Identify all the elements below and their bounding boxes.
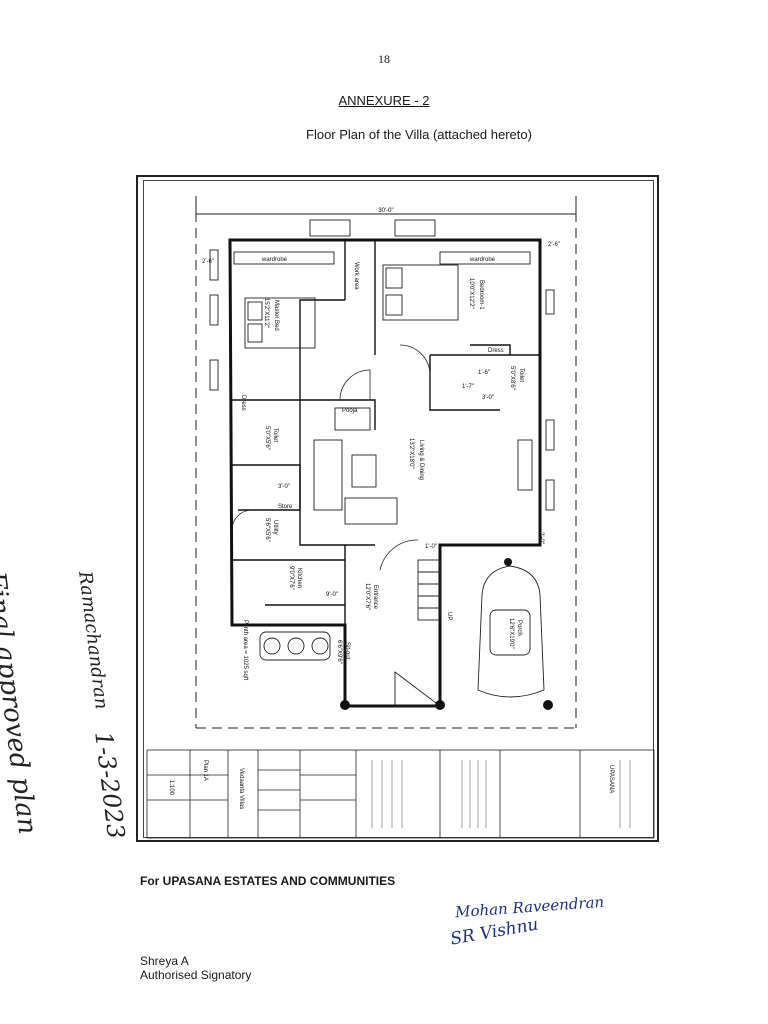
door-master bbox=[339, 369, 371, 401]
title-block bbox=[146, 749, 655, 839]
wall-dress bbox=[470, 344, 511, 355]
pooja-label: Pooja bbox=[342, 408, 358, 414]
dim-1-7: 1'-7" bbox=[462, 384, 474, 390]
master-bed-shape bbox=[244, 297, 316, 349]
dim-1-6: 1'-6" bbox=[478, 370, 490, 376]
porch-label: Porch bbox=[516, 620, 522, 636]
sit-out-label: Sit-out bbox=[344, 642, 350, 660]
sofa-bottom bbox=[344, 497, 398, 525]
wall-living bbox=[299, 400, 375, 546]
annexure-title: ANNEXURE - 2 bbox=[0, 93, 768, 108]
up-label: UP bbox=[446, 612, 452, 620]
staircase bbox=[417, 559, 441, 621]
toilet-left-size: 5'0"X5'6" bbox=[264, 426, 270, 450]
kitchen-label: Kitchen bbox=[296, 568, 302, 588]
door-bed1 bbox=[399, 344, 431, 376]
plan-frame bbox=[136, 175, 659, 842]
wall-master-bed bbox=[230, 299, 345, 401]
company-line: For UPASANA ESTATES AND COMMUNITIES bbox=[140, 874, 396, 888]
bedroom-bed-shape bbox=[382, 264, 459, 321]
dim-9-0: 9'-0" bbox=[326, 592, 338, 598]
bedroom-label: Bedroom-1 bbox=[478, 280, 484, 310]
entrance-size: 12'0"X7'6" bbox=[364, 583, 370, 610]
work-area-label: Work area bbox=[353, 262, 359, 290]
dress-right-label: Dress bbox=[488, 348, 504, 354]
plan-caption: Floor Plan of the Villa (attached hereto… bbox=[306, 127, 532, 142]
living-dining-size: 13'2"X18'0" bbox=[408, 438, 414, 469]
door-kitchen bbox=[231, 509, 253, 531]
wardrobe-left: wardrobe bbox=[261, 257, 288, 263]
title-block-scale: 1:100 bbox=[168, 780, 174, 796]
overall-dimension: 30'-0" bbox=[378, 208, 393, 214]
living-dining-label: Living & Dining bbox=[418, 440, 424, 480]
plinth-area-label: Plinth area = 1025 sqft bbox=[242, 620, 248, 681]
title-block-project: Vedaanta Villas bbox=[238, 768, 244, 809]
entrance-label: Entrance bbox=[372, 585, 378, 610]
coffee-table bbox=[351, 454, 377, 488]
sit-out-size: 6'6"X9'6" bbox=[336, 640, 342, 664]
dim-3-0: 3'-0" bbox=[482, 395, 494, 401]
car-outline bbox=[477, 565, 545, 698]
page-number: 18 bbox=[378, 52, 390, 66]
dress-left-label: Dress bbox=[240, 395, 246, 411]
title-block-sheet: Plan 1A bbox=[202, 760, 208, 781]
signatory-name: Shreya A bbox=[140, 954, 189, 968]
dining-table bbox=[259, 631, 331, 661]
handwritten-annotation: Final approved plan Ramachandran 1-3-202… bbox=[0, 470, 185, 850]
sofa-left bbox=[313, 439, 343, 511]
wall-pooja bbox=[300, 399, 376, 430]
plan-frame-inner bbox=[143, 180, 654, 838]
dim-2-0: 2'-0" bbox=[538, 532, 544, 544]
dim-3-0-b: 3'-0" bbox=[278, 484, 290, 490]
door-entrance bbox=[379, 539, 419, 571]
toilet-right-size: 5'0"X8'6" bbox=[509, 366, 515, 390]
master-bed-size: 15'2"X11'2" bbox=[263, 298, 269, 328]
kitchen-size: 9'0"X7'6" bbox=[288, 566, 294, 590]
annexure-title-text: ANNEXURE - 2 bbox=[338, 93, 430, 108]
bedroom-size: 10'0"X12'2" bbox=[468, 278, 474, 309]
porch-size: 12'6"X19'0" bbox=[508, 618, 514, 649]
side-dim-left: 2'-6" bbox=[202, 259, 214, 265]
side-dim-right: 2'-6" bbox=[548, 242, 560, 248]
utility-size: 5'6"X5'6" bbox=[264, 518, 270, 542]
wardrobe-right: wardrobe bbox=[469, 257, 496, 263]
pooja-box bbox=[334, 407, 371, 431]
utility-label: Utility bbox=[272, 520, 278, 535]
setback-line bbox=[195, 196, 577, 729]
store-label: Store bbox=[278, 504, 293, 510]
title-block-company: UPASANA bbox=[608, 765, 614, 793]
toilet-right-label: Toilet bbox=[518, 368, 524, 382]
master-bed-label: Master Bed bbox=[273, 300, 279, 331]
signatory-role: Authorised Signatory bbox=[140, 968, 252, 982]
dim-1-0: 1'-0" bbox=[425, 544, 437, 550]
wall-toilet-right bbox=[429, 355, 500, 411]
toilet-left-label: Toilet bbox=[272, 428, 278, 442]
